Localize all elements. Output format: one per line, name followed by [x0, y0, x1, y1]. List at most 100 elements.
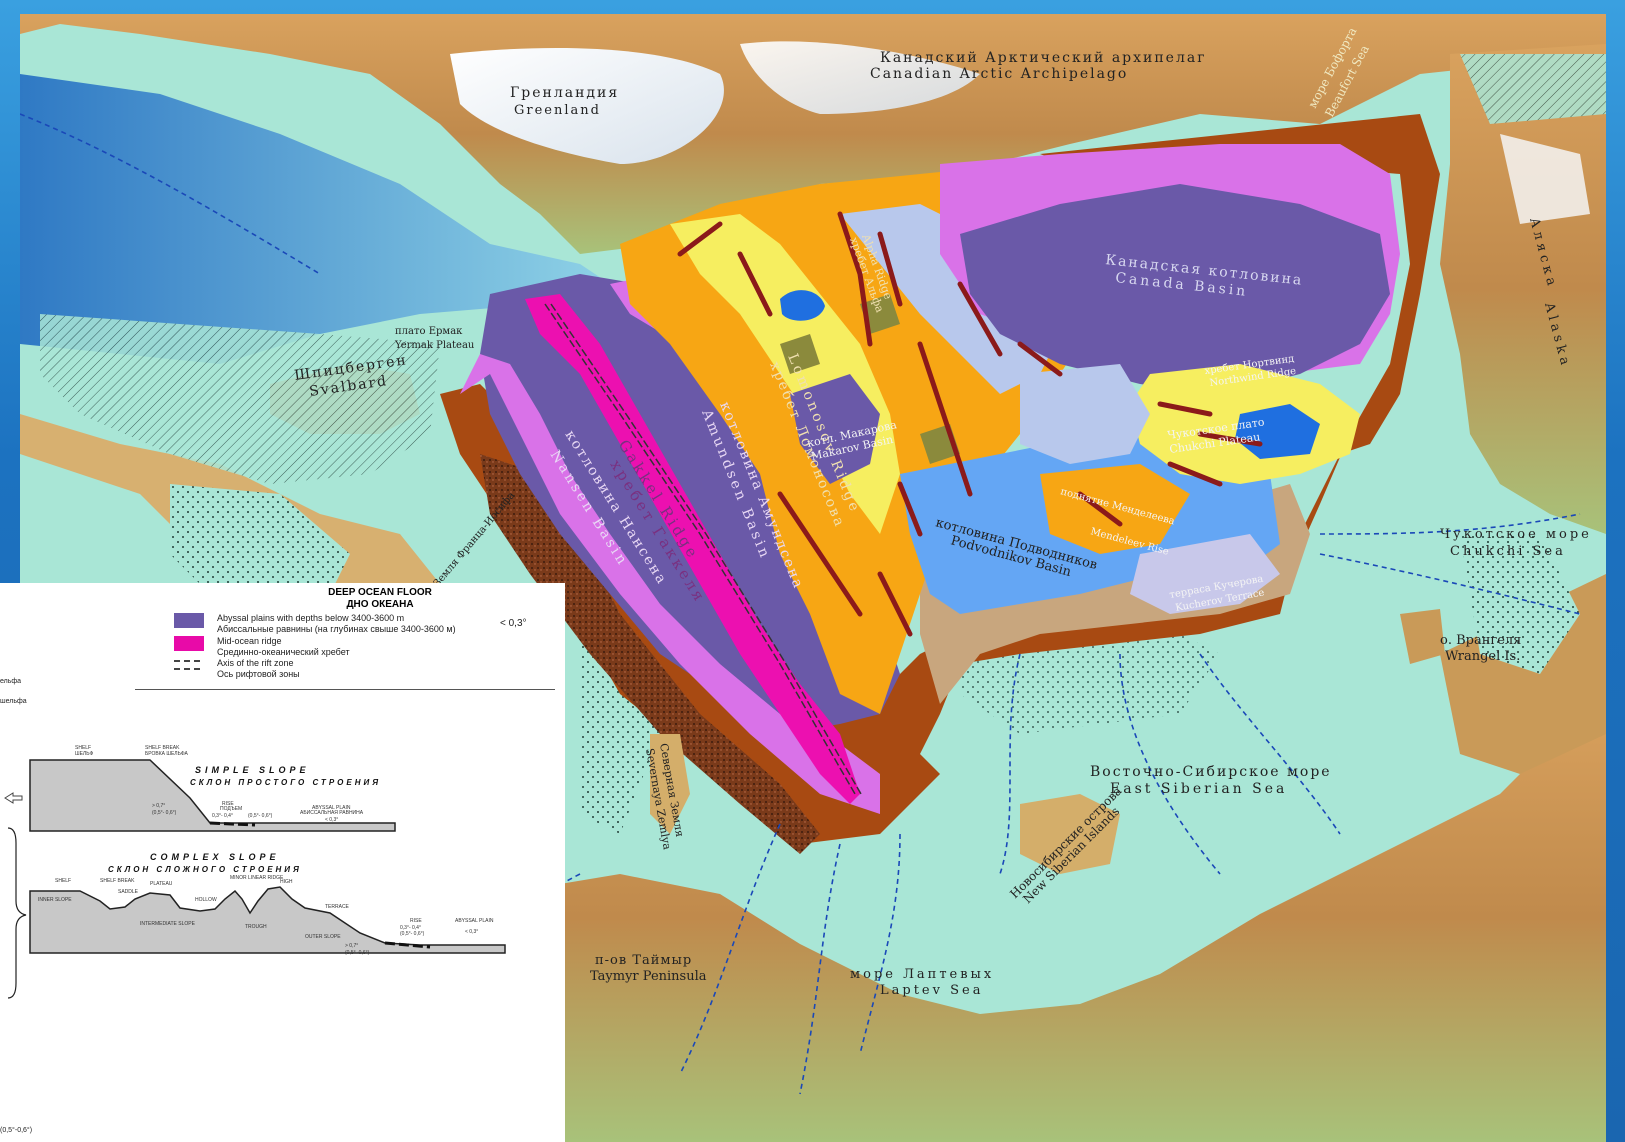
land-siberia	[560, 694, 1606, 1142]
complex-saddle: SADDLE	[118, 889, 139, 895]
left-fragment-1: ельфа	[0, 678, 22, 685]
simple-rise-ru: ПОДЪЕМ	[220, 806, 242, 812]
shelf-hatched-barents	[40, 314, 440, 484]
complex-outer: OUTER SLOPE	[305, 934, 341, 940]
label-greenland-ru: Гренландия	[510, 85, 619, 101]
complex-slope-title-en: COMPLEX SLOPE	[150, 852, 280, 862]
label-chukchi-sea-ru: Чукотское море	[1440, 527, 1592, 542]
complex-slope-rise-dash	[384, 941, 431, 949]
ridge-crests	[677, 211, 1263, 637]
lake-blue-1	[780, 290, 825, 321]
label-greenland-en: Greenland	[514, 103, 601, 118]
complex-intermediate: INTERMEDIATE SLOPE	[140, 921, 196, 927]
brace-icon	[7, 827, 27, 999]
kucherov-terrace	[1130, 534, 1280, 614]
complex-plain: ABYSSAL PLAIN	[455, 918, 494, 924]
legend-rift-ru: Ось рифтовой зоны	[217, 669, 300, 679]
land-greenland-ice-2	[740, 41, 980, 115]
simple-plain-angle: < 0,3°	[325, 817, 338, 823]
slope-diagrams: SIMPLE SLOPE СКЛОН ПРОСТОГО СТРОЕНИЯ SHE…	[4, 745, 506, 999]
mendeleev-orange	[1040, 464, 1190, 554]
severnaya-zemlya	[650, 734, 690, 834]
legend-ridge-ru: Срединно-океанический хребет	[217, 647, 350, 657]
legend-abyssal-en: Abyssal plains with depths below 3400-36…	[217, 613, 405, 623]
simple-slope-title-en: SIMPLE SLOPE	[195, 765, 310, 775]
complex-ridge: MINOR LINEAR RIDGE	[230, 875, 284, 881]
complex-shelf: SHELF	[55, 878, 71, 884]
arrow-icon	[4, 792, 23, 804]
complex-high: HIGH	[280, 879, 293, 885]
land-canadian-archipelago	[20, 14, 1606, 254]
label-ess-en: East Siberian Sea	[1110, 781, 1287, 797]
rift-axis	[544, 303, 856, 795]
mid-ocean-ridge-gakkel	[525, 294, 860, 804]
simple-shelf-ru: ШЕЛЬФ	[75, 751, 93, 757]
land-alaska-ice	[1500, 134, 1590, 224]
complex-outer-sub: (0,5°- 0,6°)	[345, 950, 370, 956]
simple-slope-profile	[29, 759, 396, 832]
label-chukchi-sea-en: Chukchi Sea	[1450, 544, 1566, 559]
simple-rise: RISE	[222, 801, 234, 807]
complex-plain-angle: < 0,3°	[465, 929, 478, 935]
label-laptev-ru: море Лаптевых	[850, 967, 994, 982]
label-taymyr-ru: п-ов Таймыр	[595, 953, 692, 968]
makarov-basin	[790, 374, 880, 484]
simple-slope-title-ru: СКЛОН ПРОСТОГО СТРОЕНИЯ	[190, 778, 381, 787]
rift-axis-2	[550, 303, 862, 795]
central-ridges-lightblue	[840, 204, 1060, 394]
complex-inner: INNER SLOPE	[38, 897, 72, 903]
left-fragment-2: шельфа	[0, 698, 27, 705]
label-wrangel-ru: о. Врангеля	[1440, 633, 1521, 648]
label-ess-ru: Восточно-Сибирское море	[1090, 764, 1332, 780]
complex-rise-sub: (0,5°- 0,6°)	[400, 931, 425, 937]
label-caa-ru: Канадский Арктический архипелаг	[880, 50, 1207, 66]
label-wrangel-en: Wrangel Is.	[1445, 649, 1520, 664]
legend-ridge-en: Mid-ocean ridge	[217, 636, 282, 646]
simple-angle: > 0,7°	[152, 803, 165, 809]
shelf-hatched-beaufort	[1460, 54, 1606, 124]
slope-stippled-laptev	[480, 454, 820, 854]
complex-outer-angle: > 0,7°	[345, 943, 358, 949]
legend-panel: DEEP OCEAN FLOOR ДНО ОКЕАНА Abyssal plai…	[0, 583, 565, 1142]
complex-terrace: TERRACE	[325, 904, 350, 910]
label-yermak-en: Yermak Plateau	[394, 340, 475, 351]
legend-divider	[135, 689, 555, 690]
simple-plain-ru: АБИССАЛЬНАЯ РАВНИНА	[300, 810, 364, 816]
complex-hollow: HOLLOW	[195, 897, 217, 903]
complex-trough: TROUGH	[245, 924, 267, 930]
simple-shelf-break: SHELF BREAK	[145, 745, 180, 751]
complex-shelf-break: SHELF BREAK	[100, 878, 135, 884]
simple-angle-sub: (0,5°- 0,6°)	[152, 810, 177, 816]
shelf-dotted-chukchi	[1460, 534, 1580, 674]
simple-shelf: SHELF	[75, 745, 91, 751]
label-laptev-en: Laptev Sea	[880, 983, 983, 998]
submarine-channels	[20, 113, 1581, 1095]
complex-rise: RISE	[410, 918, 422, 924]
fram-strait-deep-water	[20, 74, 610, 364]
abyssal-plain-canada-basin	[960, 184, 1390, 394]
label-taymyr-en: Taymyr Peninsula	[590, 969, 707, 984]
new-siberian-islands	[1020, 794, 1120, 874]
complex-slope-title-ru: СКЛОН СЛОЖНОГО СТРОЕНИЯ	[108, 865, 302, 874]
label-caa-en: Canadian Arctic Archipelago	[870, 66, 1128, 82]
mendeleev-lightblue	[1020, 364, 1150, 464]
complex-rise-angle: 0,3°- 0,4°	[400, 925, 421, 931]
legend-rift-en: Axis of the rift zone	[217, 658, 294, 668]
simple-rise-angle: 0,3°- 0,4°	[212, 813, 233, 819]
simple-slope-rise-dash	[209, 821, 256, 827]
land-greenland-ice	[450, 48, 724, 164]
bottom-fragment: (0,5°-0,6°)	[0, 1127, 33, 1134]
legend-title-en: DEEP OCEAN FLOOR	[328, 587, 432, 598]
shelf-dotted-kara	[170, 484, 350, 614]
swatch-mid-ocean-ridge	[174, 636, 204, 651]
eurasian-flank-light-magenta	[460, 354, 880, 814]
swatch-rift-axis	[174, 660, 200, 670]
complex-plateau: PLATEAU	[150, 881, 173, 887]
complex-slope-profile	[29, 886, 506, 954]
legend-slope-note: < 0,3°	[500, 618, 527, 629]
simple-shelf-break-ru: БРОВКА ШЕЛЬФА	[145, 751, 189, 757]
arctic-ocean-map: Гренландия Greenland Канадский Арктическ…	[20, 14, 1606, 1142]
swatch-abyssal-plain	[174, 613, 204, 628]
legend-title-ru: ДНО ОКЕАНА	[346, 599, 414, 610]
wrangel-island	[1400, 609, 1445, 664]
